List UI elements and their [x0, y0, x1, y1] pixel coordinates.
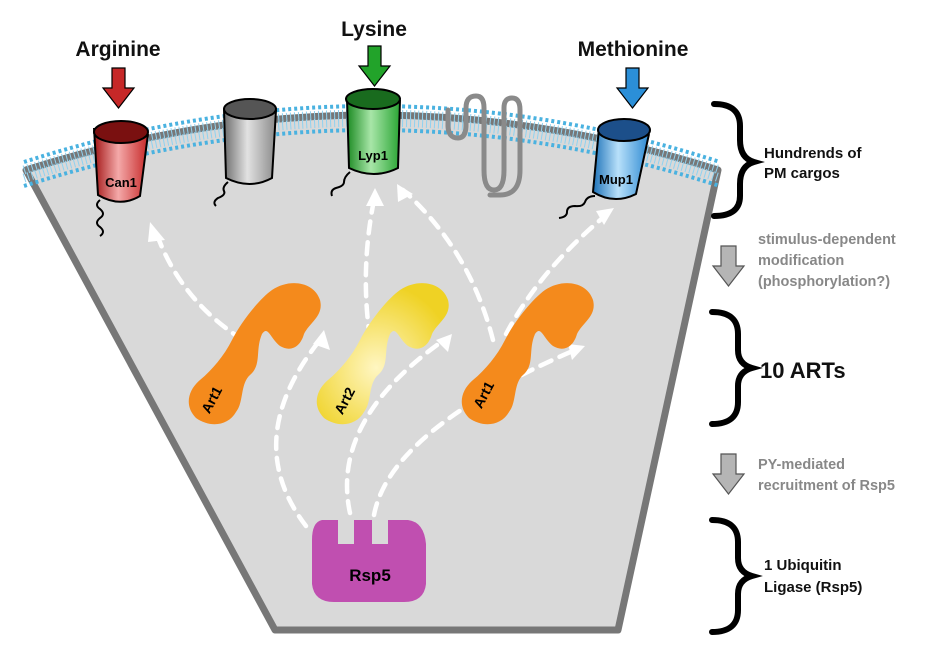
- art1-right-protein: Art1: [461, 283, 594, 425]
- arts-text: 10 ARTs: [760, 358, 846, 383]
- mup1-tail: [558, 195, 596, 219]
- transporter-grey: [213, 98, 277, 207]
- transporter-mup1: Mup1: [558, 118, 651, 219]
- transporter-can1: Can1: [93, 120, 149, 237]
- art1-left-protein: Art1: [188, 283, 321, 425]
- recruitment-arrow: [711, 453, 746, 495]
- lyp1-tail: [330, 171, 351, 197]
- interaction-arrows: [153, 187, 608, 529]
- mup1-label: Mup1: [599, 172, 633, 187]
- transporter-lyp1: Lyp1: [330, 88, 401, 197]
- lyp1-label: Lyp1: [358, 148, 388, 163]
- side-braces: [709, 101, 765, 635]
- brace-cargos: [711, 101, 765, 219]
- can1-tail: [96, 199, 104, 237]
- brace-arts: [709, 309, 763, 427]
- can1-label: Can1: [105, 175, 137, 190]
- ligase-text-line1: 1 Ubiquitin: [764, 557, 842, 574]
- lysine-label: Lysine: [341, 18, 407, 41]
- cargos-text-line2: PM cargos: [764, 165, 840, 182]
- modification-text-line1: stimulus-dependent: [758, 232, 896, 248]
- methionine-label: Methionine: [578, 38, 689, 61]
- modification-arrow: [711, 245, 746, 287]
- recruitment-text-line2: recruitment of Rsp5: [758, 478, 895, 494]
- modification-text-line2: modification: [758, 253, 844, 269]
- rsp5-label: Rsp5: [349, 566, 391, 585]
- brace-ligase: [709, 517, 763, 635]
- methionine-arrow: [615, 67, 650, 109]
- cargos-text-line1: Hundrends of: [764, 145, 862, 162]
- seven-tm-protein: [445, 93, 523, 198]
- ligase-text-line2: Ligase (Rsp5): [764, 579, 862, 596]
- modification-text-line3: (phosphorylation?): [758, 274, 890, 290]
- art2-protein: Art2: [316, 283, 449, 425]
- arginine-arrow: [101, 67, 136, 109]
- arginine-label: Arginine: [75, 38, 160, 61]
- arrow-heads: [148, 184, 614, 360]
- recruitment-text-line1: PY-mediated: [758, 457, 845, 473]
- rsp5-ligase: Rsp5: [312, 520, 426, 602]
- lysine-arrow: [357, 45, 392, 87]
- grey-transporter-tail: [213, 181, 229, 207]
